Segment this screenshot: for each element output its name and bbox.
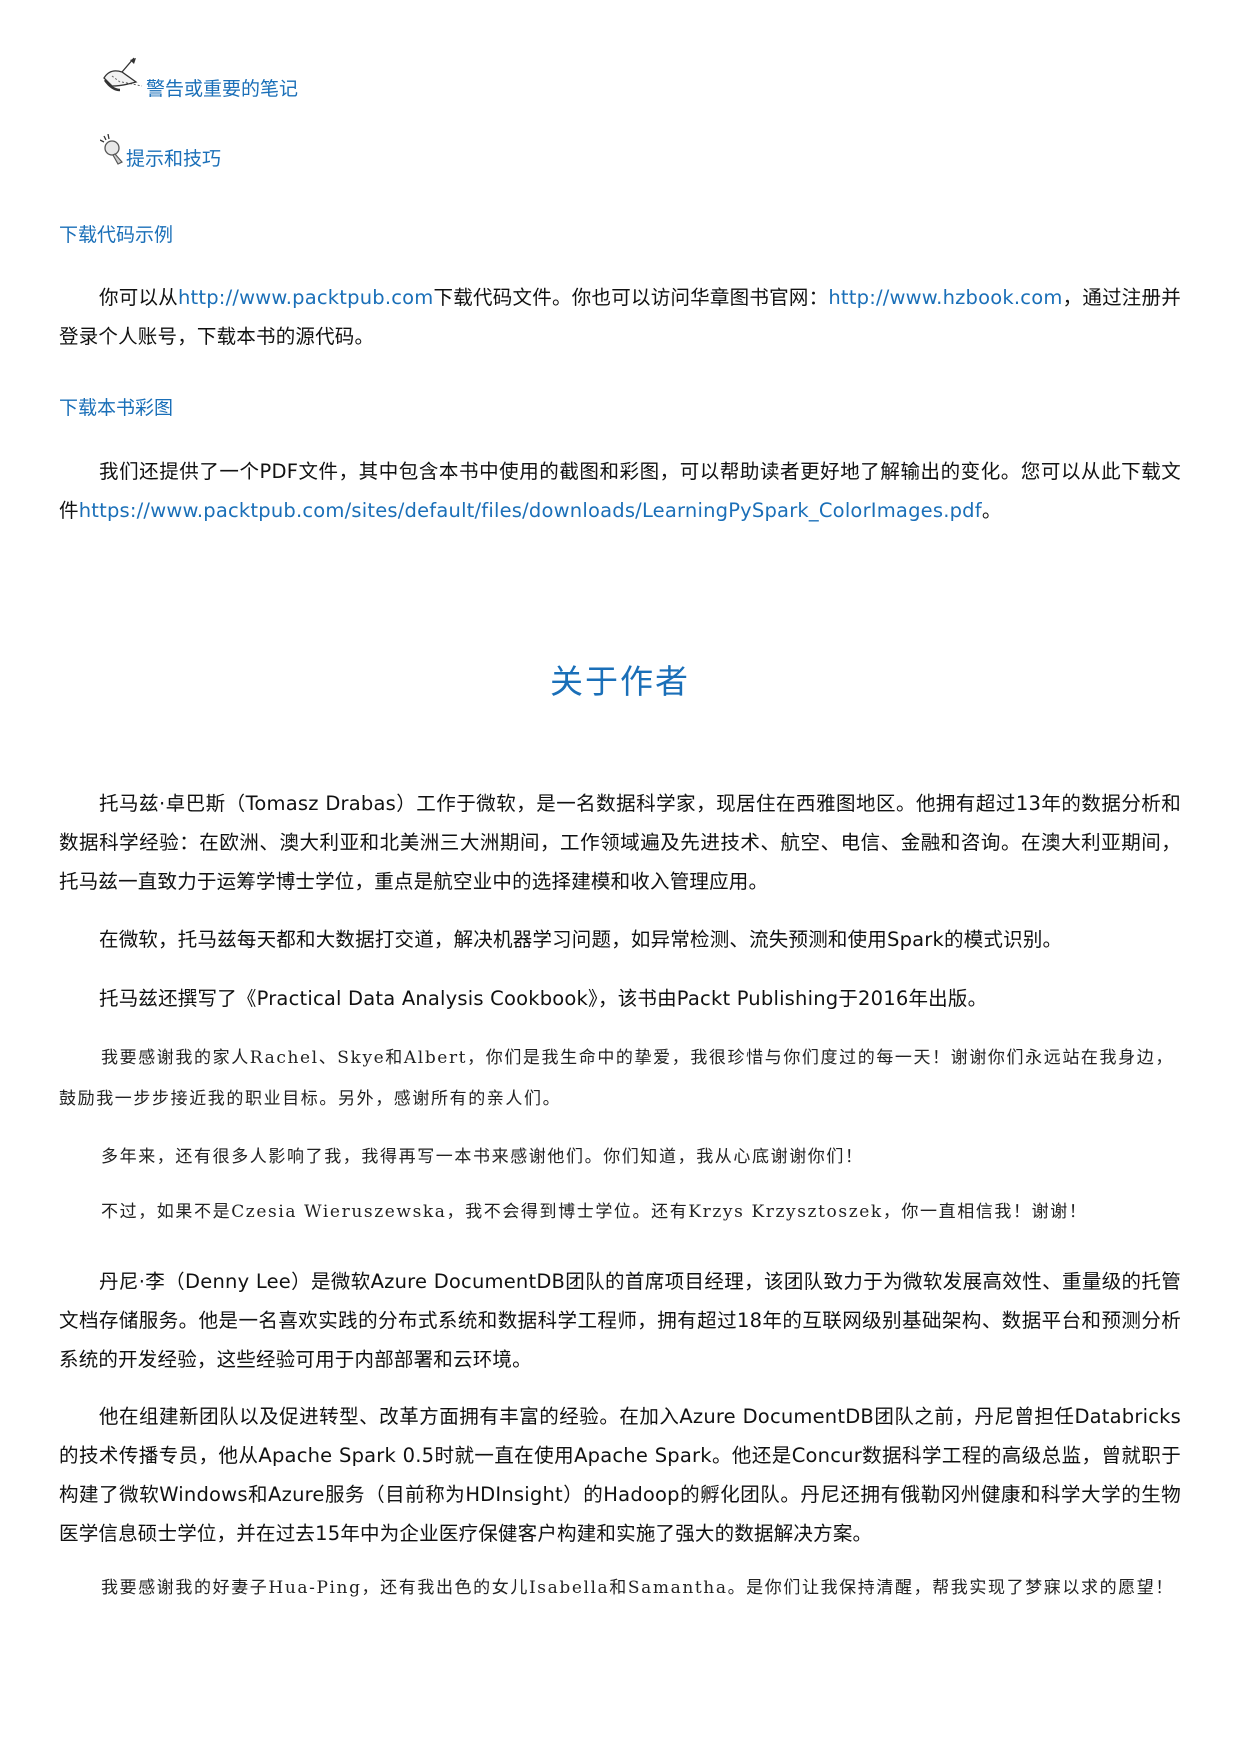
convention-tip-label: 提示和技巧 — [126, 148, 222, 170]
tomasz-bio-paragraph-1: 托马兹·卓巴斯（Tomasz Drabas）工作于微软，是一名数据科学家，现居住… — [59, 792, 1181, 893]
tomasz-thanks-2: 多年来，还有很多人影响了我，我得再写一本书来感谢他们。你们知道，我从心底谢谢你们… — [101, 1147, 864, 1167]
download-code-paragraph: 你可以从http://www.packtpub.com下载代码文件。你也可以访问… — [59, 278, 1181, 356]
tomasz-thanks-1: 我要感谢我的家人Rachel、Skye和Albert，你们是我生命中的挚爱，我很… — [59, 1048, 1174, 1109]
color-images-pdf-link[interactable]: https://www.packtpub.com/sites/default/f… — [78, 499, 982, 522]
denny-thanks-1: 我要感谢我的好妻子Hua-Ping，还有我出色的女儿Isabella和Saman… — [101, 1578, 1174, 1598]
warning-note-icon — [100, 56, 144, 101]
text: 我们还提供了一个PDF文件，其中包含本书中使用的截图和彩图，可以帮助读者更好地了… — [59, 460, 1181, 522]
convention-warning-label: 警告或重要的笔记 — [146, 78, 299, 100]
convention-tip: 提示和技巧 — [99, 133, 222, 171]
hzbook-link[interactable]: http://www.hzbook.com — [828, 286, 1063, 309]
text: 。 — [981, 499, 1002, 522]
download-images-paragraph: 我们还提供了一个PDF文件，其中包含本书中使用的截图和彩图，可以帮助读者更好地了… — [59, 452, 1181, 530]
text: 下载代码文件。你也可以访问华章图书官网： — [433, 286, 829, 309]
lightbulb-icon — [99, 133, 126, 171]
about-authors-title: 关于作者 — [550, 662, 690, 701]
convention-warning: 警告或重要的笔记 — [100, 56, 298, 101]
text: ，通过注册并登录个人账号，下载本书的源代码。 — [59, 286, 1181, 348]
download-code-heading: 下载代码示例 — [59, 224, 174, 246]
text: 你可以从 — [99, 286, 178, 309]
packtpub-link[interactable]: http://www.packtpub.com — [177, 286, 434, 309]
tomasz-bio-paragraph-2: 在微软，托马兹每天都和大数据打交道，解决机器学习问题，如异常检测、流失预测和使用… — [99, 928, 1063, 951]
tomasz-thanks-3: 不过，如果不是Czesia Wieruszewska，我不会得到博士学位。还有K… — [101, 1202, 1088, 1222]
download-images-heading: 下载本书彩图 — [59, 397, 174, 419]
denny-bio-paragraph-1: 丹尼·李（Denny Lee）是微软Azure DocumentDB团队的首席项… — [59, 1270, 1181, 1371]
tomasz-bio-paragraph-3: 托马兹还撰写了《Practical Data Analysis Cookbook… — [99, 987, 988, 1010]
denny-bio-paragraph-2: 他在组建新团队以及促进转型、改革方面拥有丰富的经验。在加入Azure Docum… — [59, 1405, 1181, 1545]
